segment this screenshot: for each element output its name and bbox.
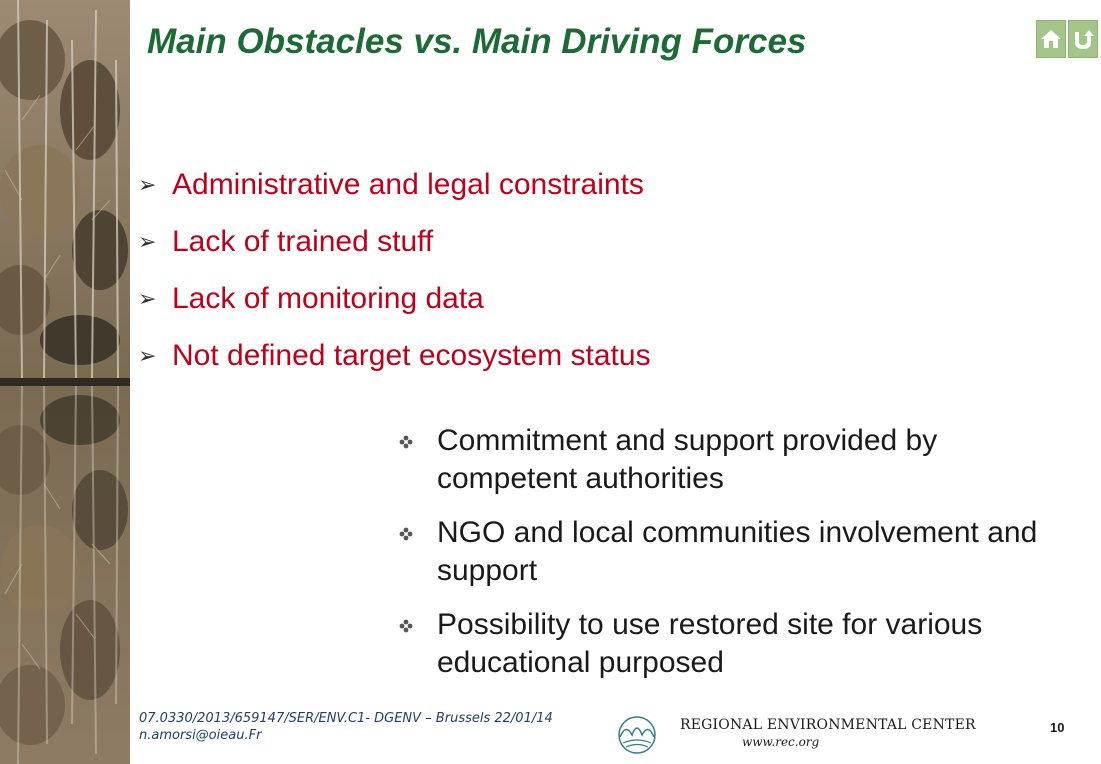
rec-logo-icon [618,716,656,754]
home-icon [1041,30,1061,48]
home-button[interactable] [1036,20,1066,58]
obstacle-item: ➢ Not defined target ecosystem status [138,327,651,384]
page-number: 10 [1050,720,1065,735]
arrow-bullet-icon: ➢ [138,343,157,368]
driving-force-item: Commitment and support provided by compe… [395,422,1055,498]
driving-force-text: Commitment and support provided by compe… [437,424,938,495]
obstacles-list: ➢ Administrative and legal constraints ➢ L… [138,156,651,384]
diamond-bullet-icon [399,527,413,541]
obstacle-text: Lack of trained stuff [172,225,434,258]
decorative-forest-photo [0,0,130,764]
obstacle-item: ➢ Lack of trained stuff [138,213,651,270]
contact-email: n.amorsi@oieau.Fr [139,728,262,743]
driving-force-text: NGO and local communities involvement an… [437,516,1038,587]
obstacle-item: ➢ Administrative and legal constraints [138,156,651,213]
organization-name: REGIONAL ENVIRONMENTAL CENTER [680,717,976,733]
return-button[interactable] [1068,20,1098,58]
arrow-bullet-icon: ➢ [138,229,157,254]
footer-reference: 07.0330/2013/659147/SER/ENV.C1- DGENV – … [139,710,553,744]
obstacle-text: Not defined target ecosystem status [172,339,651,372]
reference-code: 07.0330/2013/659147/SER/ENV.C1- DGENV – … [139,711,553,726]
return-arrow-icon [1075,30,1094,50]
obstacle-item: ➢ Lack of monitoring data [138,270,651,327]
driving-force-item: NGO and local communities involvement an… [395,514,1055,590]
arrow-bullet-icon: ➢ [138,172,157,197]
obstacle-text: Lack of monitoring data [172,282,484,315]
organization-url: www.rec.org [742,735,820,749]
arrow-bullet-icon: ➢ [138,286,157,311]
slide-title: Main Obstacles vs. Main Driving Forces [147,22,807,61]
driving-force-text: Possibility to use restored site for var… [437,608,983,679]
diamond-bullet-icon [399,435,413,449]
driving-forces-list: Commitment and support provided by compe… [395,422,1055,698]
diamond-bullet-icon [399,619,413,633]
driving-force-item: Possibility to use restored site for var… [395,606,1055,682]
obstacle-text: Administrative and legal constraints [172,168,644,201]
